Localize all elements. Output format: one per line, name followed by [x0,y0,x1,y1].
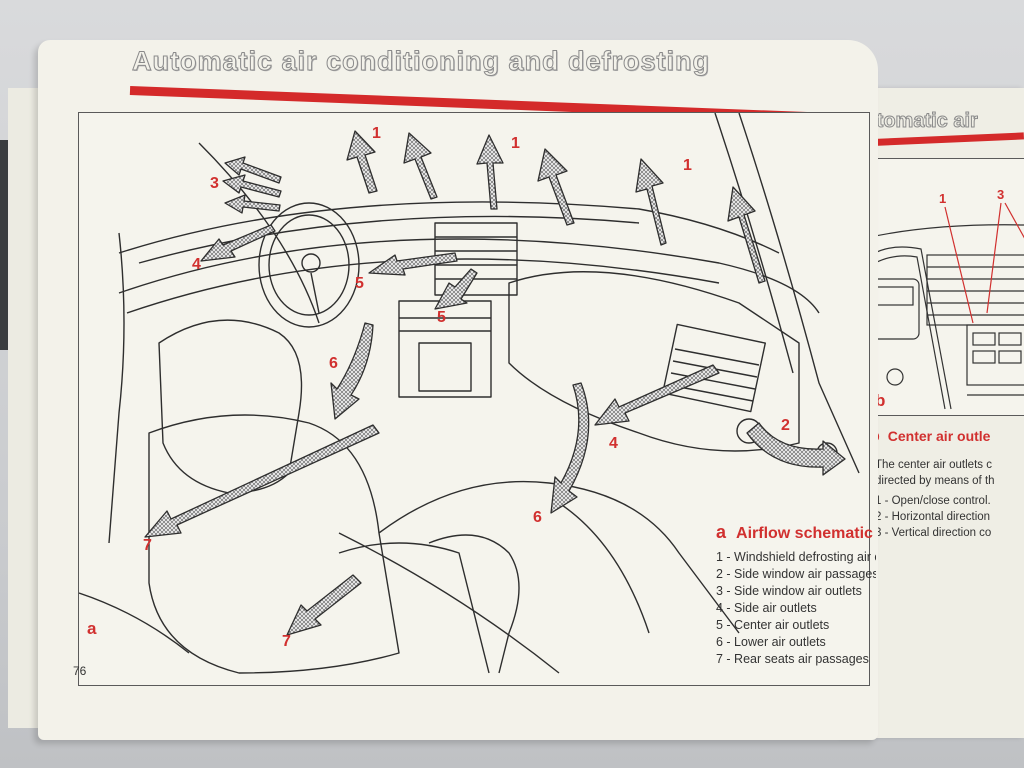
right-callout-3: 3 [997,187,1004,202]
legend-item: 5 - Center air outlets [716,617,876,634]
center-outlets-figure: 1 3 b [860,158,1024,416]
intro-line-2: directed by means of th [875,473,1024,489]
callout-5: 5 [355,275,364,293]
callout-1: 1 [511,135,520,153]
list-item: 3 - Vertical direction co [875,525,1024,541]
center-outlets-body: The center air outlets c directed by mea… [875,457,1024,541]
legend-item: 4 - Side air outlets [716,600,876,617]
list-item: 1 - Open/close control. [875,493,1024,509]
legend-title-text: Airflow schematic [736,525,873,542]
callout-4: 4 [609,435,618,453]
list-item: 2 - Horizontal direction [875,509,1024,525]
intro-line-1: The center air outlets c [875,457,1024,473]
legend-item: 7 - Rear seats air passages [716,651,876,668]
figure-letter: a [87,619,96,639]
legend-letter: a [716,522,726,542]
section-heading-text: Center air outle [888,428,991,444]
legend-item: 6 - Lower air outlets [716,634,876,651]
legend-list: 1 - Windshield defrosting air outlets 2 … [716,549,876,668]
airflow-legend: a Airflow schematic 1 - Windshield defros… [716,522,876,668]
callout-6: 6 [329,355,338,373]
callout-2: 2 [781,417,790,435]
legend-item: 3 - Side window air outlets [716,583,876,600]
page-title: Automatic air conditioning and defrostin… [132,46,710,77]
callout-3: 3 [210,175,219,193]
legend-title: a Airflow schematic [716,522,876,543]
callout-1: 1 [683,157,692,175]
callout-7: 7 [282,633,291,651]
callout-5: 5 [437,309,446,327]
right-callout-1: 1 [939,191,946,206]
callout-6: 6 [533,509,542,527]
callout-4: 4 [192,256,201,274]
legend-item: 2 - Side window air passages [716,566,876,583]
callout-1: 1 [372,125,381,143]
legend-item: 1 - Windshield defrosting air outlets [716,549,876,566]
center-outlets-list: 1 - Open/close control. 2 - Horizontal d… [875,493,1024,541]
callout-7: 7 [143,537,152,555]
page-number: 76 [73,664,86,678]
